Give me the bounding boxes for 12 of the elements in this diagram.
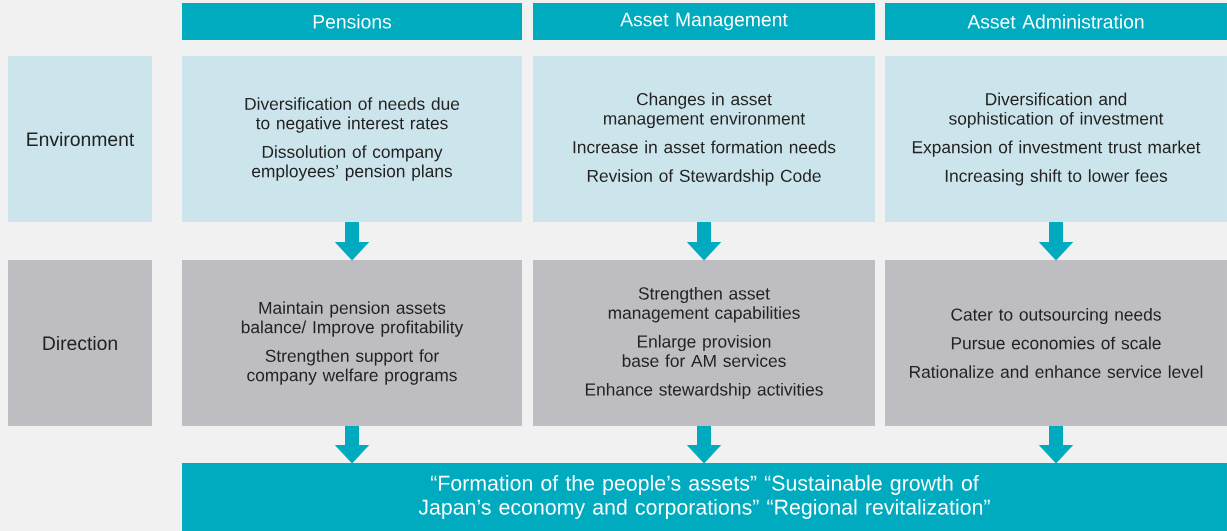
row-label-box: Direction (8, 260, 152, 426)
row-label-box: Environment (8, 56, 152, 222)
direction-box: Maintain pension assets balance/ Improve profitability Strengthen support for company welfare programs (182, 260, 522, 426)
environment-box: Diversification and sophistication of investment Expansion of investment trust market Increasing shift to lower fees (885, 56, 1227, 222)
environment-box: Diversification of needs due to negative interest rates Dissolution of company employees’ pension plans (182, 56, 522, 222)
header-box: Asset Management (533, 3, 875, 40)
environment-box: Changes in asset management environment Increase in asset formation needs Revision of Stewardship Code (533, 56, 875, 222)
header-box: Asset Administration (885, 3, 1227, 40)
goal-banner: “Formation of the people’s assets” “Sustainable growth of Japan’s economy and corporations” “Regional revitalization” (182, 463, 1227, 531)
direction-box: Strengthen asset management capabilities Enlarge provision base for AM services Enhance stewardship activities (533, 260, 875, 426)
header-box: Pensions (182, 3, 522, 40)
direction-box: Cater to outsourcing needs Pursue economies of scale Rationalize and enhance service level (885, 260, 1227, 426)
